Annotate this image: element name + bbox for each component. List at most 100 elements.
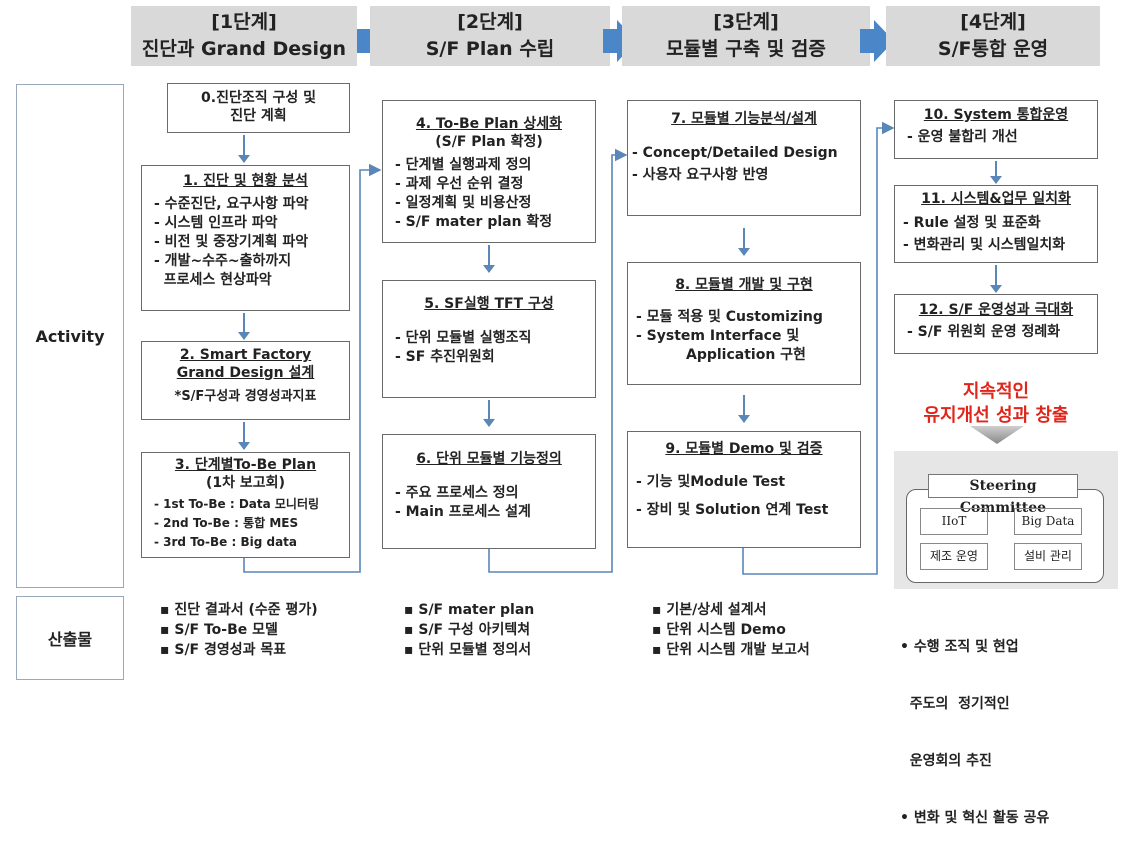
step-8-item: Application 구현 [686,347,806,363]
row-label-activity-text: Activity [35,326,105,346]
chevron-arrow-icon [603,20,637,62]
step-7-item: - Concept/Detailed Design [632,145,838,161]
steering-cell-bigdata: Big Data [1014,508,1082,535]
highlight-line-2: 유지개선 성과 창출 [923,405,1069,426]
row-label-output: 산출물 [16,596,124,680]
step-1-item: - 개발~수주~출하까지 [154,253,292,269]
output-item: • 변화 및 혁신 활동 공유 [900,810,1050,826]
step-3-item: - 2nd To-Be : 통합 MES [154,516,299,530]
row-label-activity: Activity [16,84,124,588]
step-6-item: - 주요 프로세스 정의 [395,485,519,501]
step-box-11: 11. 시스템&업무 일치화 - Rule 설정 및 표준화 - 변화관리 및 … [894,185,1098,263]
phase-3-step: [3단계] [713,11,779,33]
step-7-item: - 사용자 요구사항 반영 [632,167,769,183]
steering-cell-equipment: 설비 관리 [1014,543,1082,570]
row-label-output-text: 산출물 [47,630,93,649]
step-3-item: - 1st To-Be : Data 모니터링 [154,497,320,511]
output-item: 운영회의 추진 [900,753,992,769]
phase-3-title: 모듈별 구축 및 검증 [666,38,826,60]
step-box-6: 6. 단위 모듈별 기능정의 - 주요 프로세스 정의 - Main 프로세스 … [382,434,596,549]
phase-4-header: [4단계] S/F통합 운영 [886,6,1100,66]
output-phase-1: ▪ 진단 결과서 (수준 평가) ▪ S/F To-Be 모델 ▪ S/F 경영… [160,600,360,660]
step-8-item: - System Interface 및 [636,328,800,344]
phase-4-title: S/F통합 운영 [937,38,1049,60]
step-8-title: 8. 모듈별 개발 및 구현 [675,277,813,293]
step-1-item: 프로세스 현상파악 [154,272,272,288]
output-item: ▪ 단위 모듈별 정의서 [404,642,532,658]
output-item: ▪ S/F 경영성과 목표 [160,642,287,658]
step-7-title: 7. 모듈별 기능분석/설계 [671,111,817,127]
step-1-title: 1. 진단 및 현황 분석 [183,173,308,189]
step-box-5: 5. SF실행 TFT 구성 - 단위 모듈별 실행조직 - SF 추진위원회 [382,280,596,398]
output-item: ▪ 기본/상세 설계서 [652,602,767,618]
step-2-title: 2. Smart Factory [179,347,312,363]
step-4-subtitle: (S/F Plan 확정) [435,134,543,150]
step-1-item: - 수준진단, 요구사항 파악 [154,196,309,212]
step-8-item: - 모듈 적용 및 Customizing [636,309,823,325]
step-1-item: - 시스템 인프라 파악 [154,215,278,231]
step-9-title: 9. 모듈별 Demo 및 검증 [665,441,823,457]
phase-3-header: [3단계] 모듈별 구축 및 검증 [622,6,870,66]
step-2-item: *S/F구성과 경영성과지표 [174,389,317,404]
step-5-item: - SF 추진위원회 [395,349,495,365]
phase-2-step: [2단계] [457,11,523,33]
step-3-subtitle: (1차 보고회) [206,475,285,491]
step-6-item: - Main 프로세스 설계 [395,504,531,520]
step-12-title: 12. S/F 운영성과 극대화 [918,302,1074,318]
step-4-item: - S/F mater plan 확정 [395,214,553,230]
step-0-title: 0.진단조직 구성 및 [201,90,316,106]
step-3-title: 3. 단계별To-Be Plan [174,457,317,473]
step-1-item: - 비전 및 중장기계획 파악 [154,234,309,250]
step-box-10: 10. System 통합운영 - 운영 불합리 개선 [894,100,1098,159]
step-10-item: - 운영 불합리 개선 [907,129,1018,145]
output-item: ▪ 단위 시스템 Demo [652,622,786,638]
step-box-0: 0.진단조직 구성 및 진단 계획 [167,83,350,133]
step-box-7: 7. 모듈별 기능분석/설계 - Concept/Detailed Design… [627,100,861,216]
step-box-12: 12. S/F 운영성과 극대화 - S/F 위원회 운영 정례화 [894,294,1098,354]
phase-2-title: S/F Plan 수립 [425,38,555,60]
step-0-subtitle: 진단 계획 [230,108,287,124]
output-item: ▪ 진단 결과서 (수준 평가) [160,602,318,618]
step-6-title: 6. 단위 모듈별 기능정의 [416,451,562,467]
step-5-item: - 단위 모듈별 실행조직 [395,330,532,346]
step-11-item: - Rule 설정 및 표준화 [903,215,1041,231]
step-box-8: 8. 모듈별 개발 및 구현 - 모듈 적용 및 Customizing - S… [627,262,861,385]
step-11-item: - 변화관리 및 시스템일치화 [903,237,1066,253]
step-box-4: 4. To-Be Plan 상세화 (S/F Plan 확정) - 단계별 실행… [382,100,596,243]
output-item: 주도의 정기적인 [900,696,1010,712]
down-triangle-icon [970,426,1024,444]
step-4-item: - 단계별 실행과제 정의 [395,157,532,173]
phase-2-header: [2단계] S/F Plan 수립 [370,6,610,66]
output-item: • 수행 조직 및 현업 [900,639,1019,655]
highlight-text: 지속적인 유지개선 성과 창출 [894,380,1098,428]
output-item: ▪ 단위 시스템 개발 보고서 [652,642,810,658]
output-phase-4: • 수행 조직 및 현업 주도의 정기적인 운영회의 추진 • 변화 및 혁신 … [900,600,1115,847]
step-4-item: - 과제 우선 순위 결정 [395,176,524,192]
step-box-3: 3. 단계별To-Be Plan (1차 보고회) - 1st To-Be : … [141,452,350,558]
chevron-arrow-icon [860,20,894,62]
step-10-title: 10. System 통합운영 [923,107,1069,123]
step-5-title: 5. SF실행 TFT 구성 [424,296,554,312]
output-phase-2: ▪ S/F mater plan ▪ S/F 구성 아키텍쳐 ▪ 단위 모듈별 … [404,600,604,660]
step-box-1: 1. 진단 및 현황 분석 - 수준진단, 요구사항 파악 - 시스템 인프라 … [141,165,350,311]
phase-1-header: [1단계] 진단과 Grand Design [131,6,357,66]
step-3-item: - 3rd To-Be : Big data [154,535,297,549]
step-box-9: 9. 모듈별 Demo 및 검증 - 기능 및Module Test - 장비 … [627,431,861,548]
step-4-title: 4. To-Be Plan 상세화 [415,116,563,132]
output-item: ▪ S/F To-Be 모델 [160,622,278,638]
phase-1-step: [1단계] [211,11,277,33]
step-9-item: - 기능 및Module Test [636,474,786,490]
step-11-title: 11. 시스템&업무 일치화 [921,191,1071,207]
steering-committee-title: Steering Committee [928,474,1078,516]
step-9-item: - 장비 및 Solution 연계 Test [636,502,829,518]
highlight-line-1: 지속적인 [962,381,1030,402]
phase-1-title: 진단과 Grand Design [141,38,347,60]
steering-cell-manufacturing: 제조 운영 [920,543,988,570]
flow-connectors [243,121,895,575]
step-2-subtitle: Grand Design 설계 [176,365,315,381]
steering-cell-iiot: IIoT [920,508,988,535]
steering-committee-panel: Steering Committee IIoT Big Data 제조 운영 설… [894,451,1118,589]
step-box-2: 2. Smart Factory Grand Design 설계 *S/F구성과… [141,341,350,420]
step-4-item: - 일정계획 및 비용산정 [395,195,532,211]
phase-4-step: [4단계] [960,11,1026,33]
